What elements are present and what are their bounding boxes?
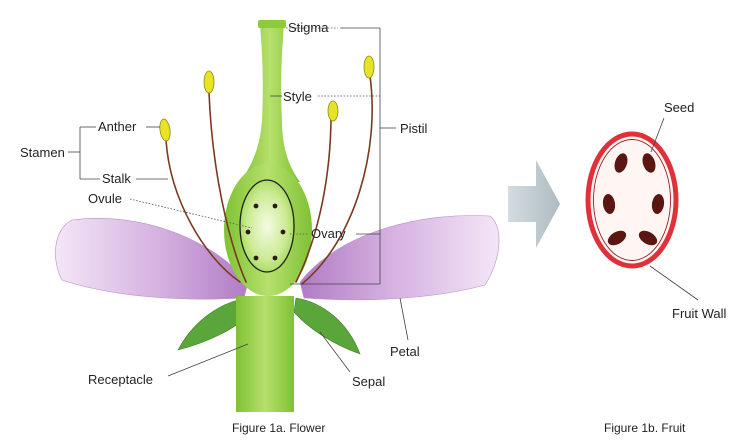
ovule-dot [246,230,251,235]
label-stalk: Stalk [102,171,131,186]
petal-leader [400,298,408,340]
ovule-dot [273,204,278,209]
anther-ellipse [204,71,214,93]
label-sepal: Sepal [352,374,385,389]
label-receptacle: Receptacle [88,372,153,387]
ovule-dot [281,230,286,235]
label-stamen: Stamen [20,145,65,160]
label-stigma: Stigma [288,20,329,35]
ovule-dot [273,256,278,261]
label-petal: Petal [390,344,420,359]
caption-figure-1b: Figure 1b. Fruit [604,421,686,435]
ovary-chamber [240,180,294,272]
label-style: Style [283,89,312,104]
petal-left [55,218,248,299]
fruit: Seed Fruit Wall Figure 1b. Fruit [588,100,727,435]
anther-ellipse [364,56,374,78]
sepal-right [294,298,360,354]
transition-arrow-icon [508,160,560,248]
fruit-wall-leader [650,266,698,300]
ovule-dot [254,256,259,261]
caption-figure-1a: Figure 1a. Flower [232,421,325,435]
stigma-tip [258,20,286,28]
anther-ellipse [159,118,172,141]
label-ovary: Ovary [311,226,346,241]
label-pistil: Pistil [400,121,428,136]
receptacle-stem [236,296,294,412]
pistil-body [224,20,312,412]
anther-ellipse [328,101,338,121]
label-fruit-wall: Fruit Wall [672,306,727,321]
label-seed: Seed [664,100,694,115]
ovule-dot [254,204,259,209]
label-ovule: Ovule [88,191,122,206]
label-anther: Anther [98,119,137,134]
